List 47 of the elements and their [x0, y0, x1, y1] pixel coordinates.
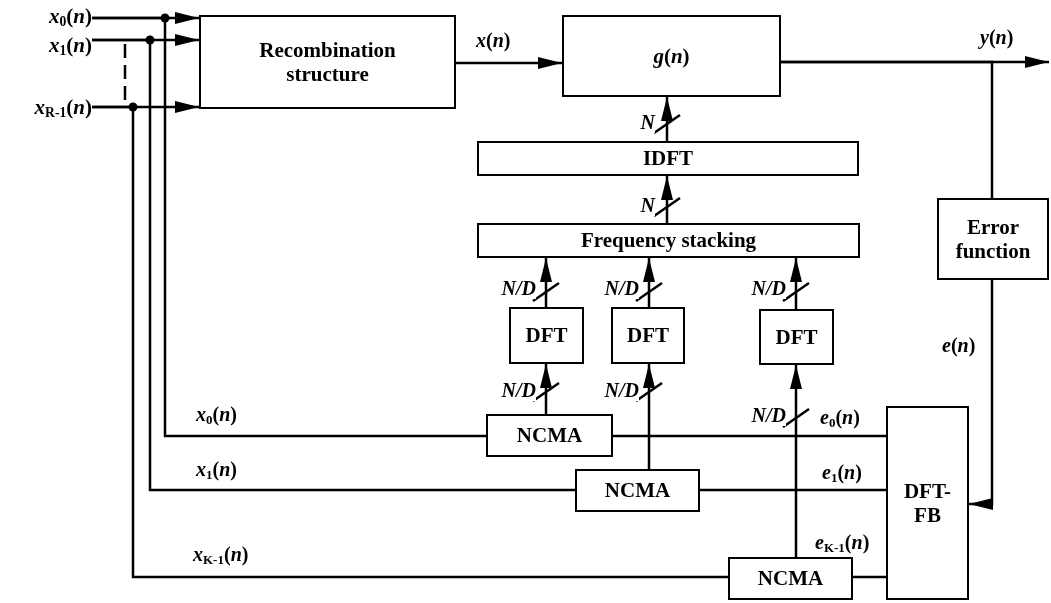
block-label: Frequency stacking [580, 228, 757, 253]
block-label: NCMA [516, 423, 583, 448]
process-block [937, 198, 1049, 280]
connector-line [92, 16, 486, 438]
block-label: DFT [775, 324, 818, 350]
process-block [728, 557, 853, 600]
block-label: DFT- FB [902, 478, 953, 528]
arrow [790, 365, 802, 557]
arrow [456, 57, 562, 69]
arrow [790, 258, 802, 309]
signal-label: x$_{R-1}$(n) [34, 94, 92, 122]
process-block [611, 307, 685, 364]
edge-label: y(n) [980, 26, 1014, 48]
connector-line [613, 434, 886, 438]
connector-line [781, 60, 994, 198]
arrow [969, 280, 994, 510]
arrow [540, 364, 552, 414]
connector-line [92, 105, 728, 579]
block-label: DFT [627, 323, 669, 348]
process-block [509, 307, 584, 364]
block-label: NCMA [604, 478, 671, 503]
arrow [661, 97, 673, 141]
process-block [575, 469, 700, 512]
edge-label: x(n) [476, 29, 511, 51]
block-label: IDFT [642, 146, 694, 171]
arrow [643, 258, 655, 307]
arrow [540, 258, 552, 307]
signal-label: x$_{0}$(n) [49, 3, 92, 31]
block-label: g(n) [653, 43, 690, 69]
connector-line [700, 488, 886, 492]
connector-line [853, 575, 886, 579]
block-label: NCMA [757, 566, 824, 591]
block-label: DFT [525, 323, 568, 348]
block-label: Error function [954, 214, 1032, 264]
process-block [477, 223, 860, 258]
process-block [759, 309, 834, 365]
arrow [661, 176, 673, 223]
arrow [643, 364, 655, 469]
connector-line [92, 38, 575, 492]
signal-label: x$_{1}$(n) [49, 32, 92, 60]
process-block [886, 406, 969, 600]
process-block [477, 141, 859, 176]
process-block [199, 15, 456, 109]
edge-label: e(n) [942, 334, 976, 356]
block-label: Recombination structure [258, 37, 397, 87]
process-block [562, 15, 781, 97]
process-block [486, 414, 613, 457]
